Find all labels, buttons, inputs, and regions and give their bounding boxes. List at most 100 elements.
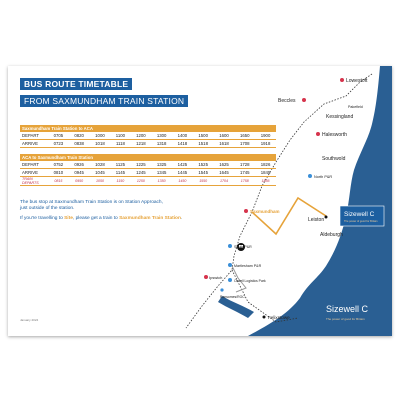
time-cell: 1225	[130, 161, 152, 169]
time-cell: 0945	[68, 168, 90, 177]
time-cell: 1618	[213, 139, 235, 148]
time-cell: 1525	[192, 161, 214, 169]
leiston-marker	[324, 215, 328, 219]
time-cell: 1418	[172, 139, 193, 148]
time-cell: 0752	[48, 161, 69, 169]
table-heading-row: Saxmundham Train Station to ACA	[20, 125, 276, 132]
label-southwold: Southwold	[322, 156, 346, 162]
time-cell: 1300	[151, 132, 173, 140]
station-marker-halesworth	[316, 132, 320, 136]
time-cell: 1018	[89, 139, 111, 148]
table-row: DEPART 0752 0926 1028 1125 1225 1325 142…	[20, 161, 276, 169]
table-row: ARRIVE 0810 0945 1045 1145 1245 1345 144…	[20, 168, 276, 177]
time-cell: 1518	[192, 139, 214, 148]
bus-stop-note-line1: The bus stop at Saxmundham Train Station…	[20, 200, 163, 205]
timetable-to-aca: Saxmundham Train Station to ACA DEPART 0…	[20, 125, 276, 148]
travel-note: If you're travelling to Site, please get…	[20, 216, 182, 222]
sizewell-footer-tagline: The power of good for Britain	[326, 317, 365, 321]
table-heading-row: ACA to Saxmundham Train Station	[20, 154, 276, 161]
time-cell: 1150	[110, 176, 131, 186]
label-north-pr: North P&R	[314, 175, 332, 179]
station-marker-beccles	[302, 98, 306, 102]
sizewell-logo-box	[339, 205, 385, 227]
time-cell: 1145	[110, 168, 131, 177]
time-cell: 1845	[255, 168, 276, 177]
time-cell: 1704	[213, 176, 235, 186]
time-cell: 1050	[89, 176, 111, 186]
time-cell: 1318	[151, 139, 173, 148]
time-cell: 1856	[255, 176, 276, 186]
travel-note-suffix: .	[180, 216, 183, 221]
label-martlesham: Martlesham P&R	[234, 264, 262, 268]
label-ransomes: Ransomes/ROC	[220, 295, 245, 299]
time-cell: 1728	[234, 161, 256, 169]
travel-note-site: Site	[64, 216, 73, 221]
timetable-from-aca: ACA to Saxmundham Train Station DEPART 0…	[20, 154, 276, 186]
time-cell: 1218	[130, 139, 152, 148]
time-cell: 0820	[68, 132, 90, 140]
travel-note-prefix: If you're travelling to	[20, 216, 65, 221]
time-cell: 1708	[234, 139, 256, 148]
bus-route	[251, 196, 327, 236]
label-lowestoft: Lowestoft	[346, 78, 368, 84]
label-leiston: Leiston	[308, 217, 324, 223]
station-marker-ipswich	[204, 275, 208, 279]
row-label: ARRIVE	[20, 139, 48, 148]
time-cell: 1826	[255, 161, 276, 169]
route-map: Lowestoft Beccles Pakefield Kessingland …	[185, 66, 392, 336]
label-beccles: Beccles	[278, 98, 296, 104]
time-cell: 1600	[213, 132, 235, 140]
bus-icon-window	[239, 245, 243, 248]
pr-marker-orwell	[228, 278, 232, 282]
railway-line	[185, 73, 373, 329]
time-cell: 1350	[151, 176, 173, 186]
time-cell: 1900	[255, 132, 276, 140]
label-orwell: Orwell Logistics Park	[234, 279, 266, 283]
time-cell: 1118	[110, 139, 131, 148]
row-label: DEPART	[20, 132, 48, 140]
time-cell: 1650	[234, 132, 256, 140]
sea-area	[248, 66, 392, 336]
table-row: ARRIVE 0723 0838 1018 1118 1218 1318 141…	[20, 139, 276, 148]
time-cell: 1450	[172, 176, 193, 186]
sizewell-footer-logo: Sizewell C	[326, 304, 369, 314]
time-cell: 1400	[172, 132, 193, 140]
page-subtitle: FROM SAXMUNDHAM TRAIN STATION	[20, 95, 189, 107]
time-cell: 1758	[234, 176, 256, 186]
time-cell: 1245	[130, 168, 152, 177]
time-cell: 0838	[68, 139, 90, 148]
station-marker-saxmundham	[244, 209, 248, 213]
time-cell: 1100	[110, 132, 131, 140]
label-kessingland: Kessingland	[326, 114, 353, 120]
table-heading: Saxmundham Train Station to ACA	[20, 125, 276, 132]
time-cell: 1325	[151, 161, 173, 169]
table-row: TRAIN DEPARTS 0815 0950 1050 1150 1250 1…	[20, 176, 276, 186]
time-cell: 0705	[48, 132, 69, 140]
travel-note-station: Saxmundham Train Station	[119, 216, 181, 221]
label-halesworth: Halesworth	[322, 132, 347, 138]
time-cell: 0950	[68, 176, 90, 186]
branch-line	[231, 269, 299, 323]
time-cell: 1550	[192, 176, 214, 186]
time-cell: 1625	[213, 161, 235, 169]
row-label: DEPART	[20, 161, 48, 169]
pr-marker-ransomes	[220, 288, 224, 292]
label-aldeburgh: Aldeburgh	[320, 232, 343, 238]
footer-date: January 2024	[20, 318, 39, 322]
time-cell: 1200	[130, 132, 152, 140]
time-cell: 0810	[48, 168, 69, 177]
row-label: TRAIN DEPARTS	[20, 176, 48, 186]
time-cell: 1345	[151, 168, 173, 177]
time-cell: 1000	[89, 132, 111, 140]
bus-stop-note-line2: just outside of the station.	[20, 206, 75, 211]
travel-note-middle: , please get a train to	[72, 216, 120, 221]
pr-marker-martlesham	[228, 263, 232, 267]
label-south-pr: South P&R	[234, 245, 252, 249]
label-saxmundham: Saxmundham	[250, 209, 280, 214]
label-felixstowe: Felixstowe	[268, 315, 290, 320]
time-cell: 0815	[48, 176, 69, 186]
time-cell: 1028	[89, 161, 111, 169]
timetable-poster: Lowestoft Beccles Pakefield Kessingland …	[8, 66, 392, 336]
sizewell-logo-tagline: The power of good for Britain	[344, 219, 378, 223]
time-cell: 0926	[68, 161, 90, 169]
